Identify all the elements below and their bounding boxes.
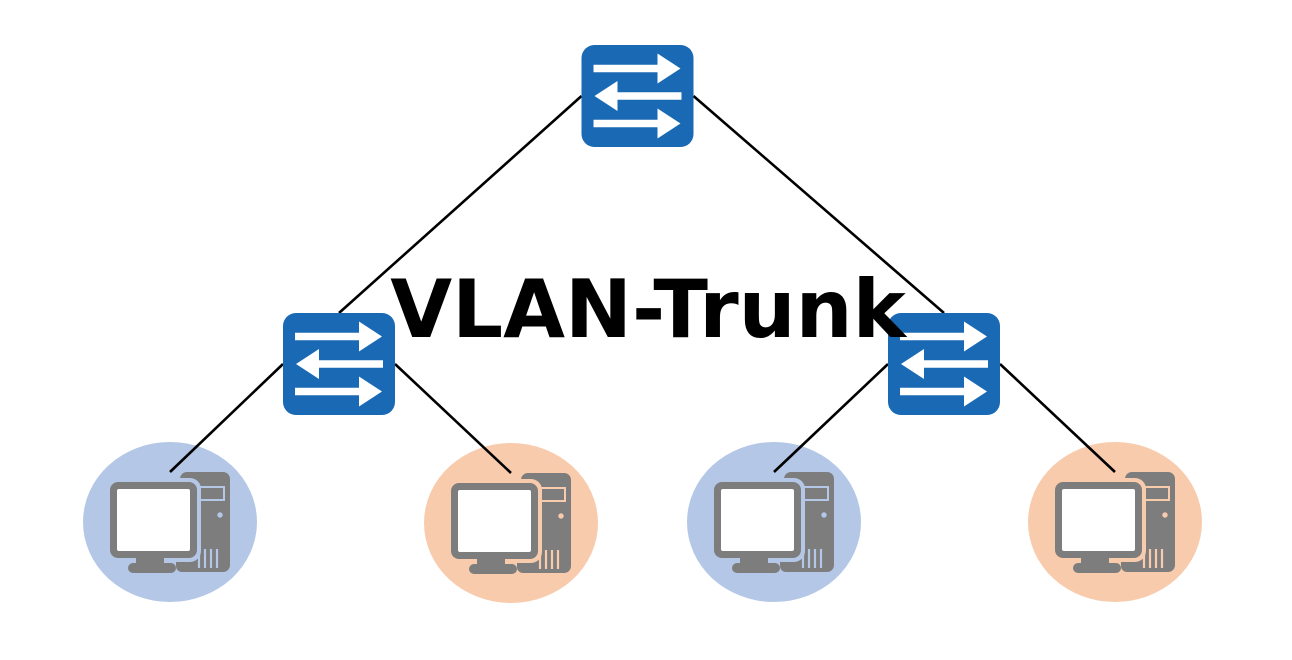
arrow-left-glyph <box>594 81 682 111</box>
arrow-right-glyph <box>295 321 382 352</box>
ethernet-switch-icon-switch-top <box>581 45 694 147</box>
vlan-circles-layer <box>83 442 1202 603</box>
arrow-left-glyph <box>901 349 988 379</box>
link-line-switch-top-switch-left <box>338 95 583 314</box>
links-layer <box>169 95 1116 474</box>
arrow-right-glyph <box>900 376 987 407</box>
link-line-switch-right-pc-3 <box>773 363 889 473</box>
link-line-switch-top-switch-right <box>692 95 945 314</box>
link-line-switch-left-pc-2 <box>394 363 512 474</box>
desktop-computer-icon-pc-2 <box>447 473 571 574</box>
nodes-layer <box>106 45 1175 574</box>
arrow-left-glyph <box>296 349 383 379</box>
desktop-computer-icon-pc-3 <box>710 472 834 573</box>
arrow-right-glyph <box>900 321 987 352</box>
ethernet-switch-icon-switch-left <box>283 313 395 415</box>
link-line-switch-right-pc-4 <box>999 363 1116 473</box>
link-line-switch-left-pc-1 <box>169 363 284 473</box>
arrow-right-glyph <box>295 376 382 407</box>
ethernet-switch-icon-switch-right <box>888 313 1000 415</box>
vlan-trunk-label: VLAN-Trunk <box>390 263 907 356</box>
desktop-computer-icon-pc-4 <box>1051 472 1175 573</box>
arrow-right-glyph <box>593 108 681 139</box>
arrow-right-glyph <box>593 53 681 84</box>
desktop-computer-icon-pc-1 <box>106 472 230 573</box>
